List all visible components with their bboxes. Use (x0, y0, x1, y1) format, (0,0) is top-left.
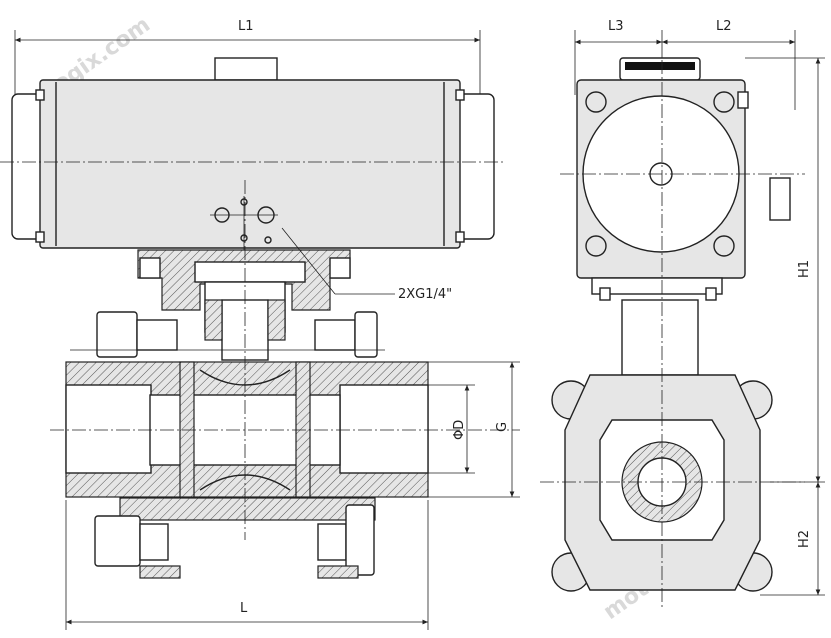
bracket (137, 249, 351, 361)
dim-l2-label: L2 (716, 19, 732, 34)
actuator (11, 57, 495, 250)
ports-label: 2XG1/4" (398, 287, 452, 302)
dim-h1-label: H1 (797, 260, 812, 278)
dim-h2-label: H2 (797, 530, 812, 548)
front-view: L1 (0, 19, 520, 630)
side-view: L3 L2 H1 (540, 19, 825, 610)
dim-l3-label: L3 (608, 19, 624, 34)
dim-phid-label: ΦD (452, 420, 467, 440)
valve-body (65, 361, 429, 521)
dim-g-label: G (495, 422, 510, 432)
dim-l-label: L (240, 601, 248, 616)
dim-l1-label: L1 (238, 19, 254, 34)
